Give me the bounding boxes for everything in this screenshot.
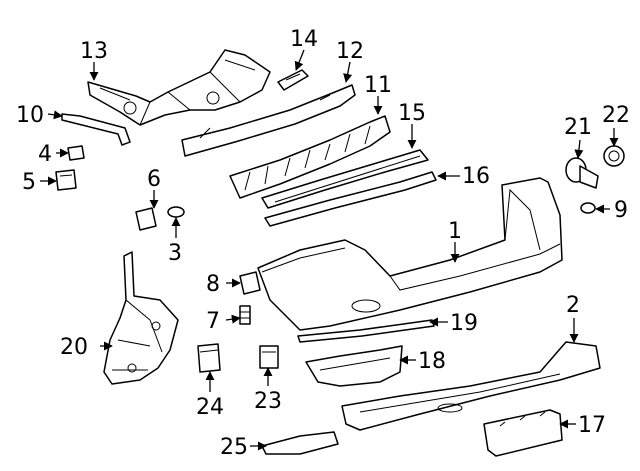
part-17-skid-plate (483, 409, 563, 457)
callout-24: 24 (196, 395, 224, 420)
callout-25: 25 (220, 435, 248, 460)
callout-19: 19 (450, 311, 478, 336)
part-23-sensor-retainer (259, 345, 279, 369)
callout-labels: 13 14 12 11 15 16 1 10 4 5 6 3 8 7 21 22… (16, 27, 630, 460)
callout-6: 6 (147, 167, 161, 192)
callout-13: 13 (80, 39, 108, 64)
part-6-clip (135, 207, 157, 231)
part-21-park-sensor (565, 157, 599, 189)
part-4-clip (67, 145, 85, 161)
callout-5: 5 (22, 170, 36, 195)
part-16-molding (264, 171, 437, 227)
callout-1: 1 (448, 219, 462, 244)
callout-17: 17 (578, 413, 606, 438)
callout-3: 3 (168, 241, 182, 266)
part-18-reflector-housing (305, 345, 403, 387)
part-9-push-pin (580, 202, 596, 214)
part-7-bolt (239, 305, 251, 325)
part-14-bracket (277, 69, 309, 91)
part-5-clip (55, 169, 77, 191)
callout-7: 7 (206, 309, 220, 334)
part-10-side-bracket (61, 113, 131, 146)
part-12-impact-bar (181, 84, 356, 157)
part-2-lower-valance (341, 341, 601, 431)
callout-21: 21 (564, 115, 592, 140)
callout-8: 8 (206, 272, 220, 297)
part-15-step-pad (261, 149, 429, 209)
callout-2: 2 (566, 293, 580, 318)
callout-18: 18 (418, 349, 446, 374)
part-11-energy-absorber (229, 115, 391, 199)
callout-12: 12 (336, 39, 364, 64)
leader-lines (40, 49, 619, 451)
callout-10: 10 (16, 103, 44, 128)
callout-9: 9 (614, 198, 628, 223)
part-25-reflector (261, 431, 339, 455)
callout-11: 11 (364, 73, 392, 98)
callout-14: 14 (290, 27, 318, 52)
part-13-trailer-hitch (87, 49, 271, 126)
part-1-bumper-cover (257, 177, 563, 331)
callout-4: 4 (38, 142, 52, 167)
callout-15: 15 (398, 101, 426, 126)
part-20-bumper-bracket (103, 251, 179, 385)
callout-20: 20 (60, 335, 88, 360)
callout-16: 16 (462, 164, 490, 189)
part-24-sensor-bracket (197, 343, 221, 373)
callout-23: 23 (254, 389, 282, 414)
part-8-nut (239, 271, 261, 295)
callout-22: 22 (602, 103, 630, 128)
part-22-sensor-ring (603, 145, 625, 167)
